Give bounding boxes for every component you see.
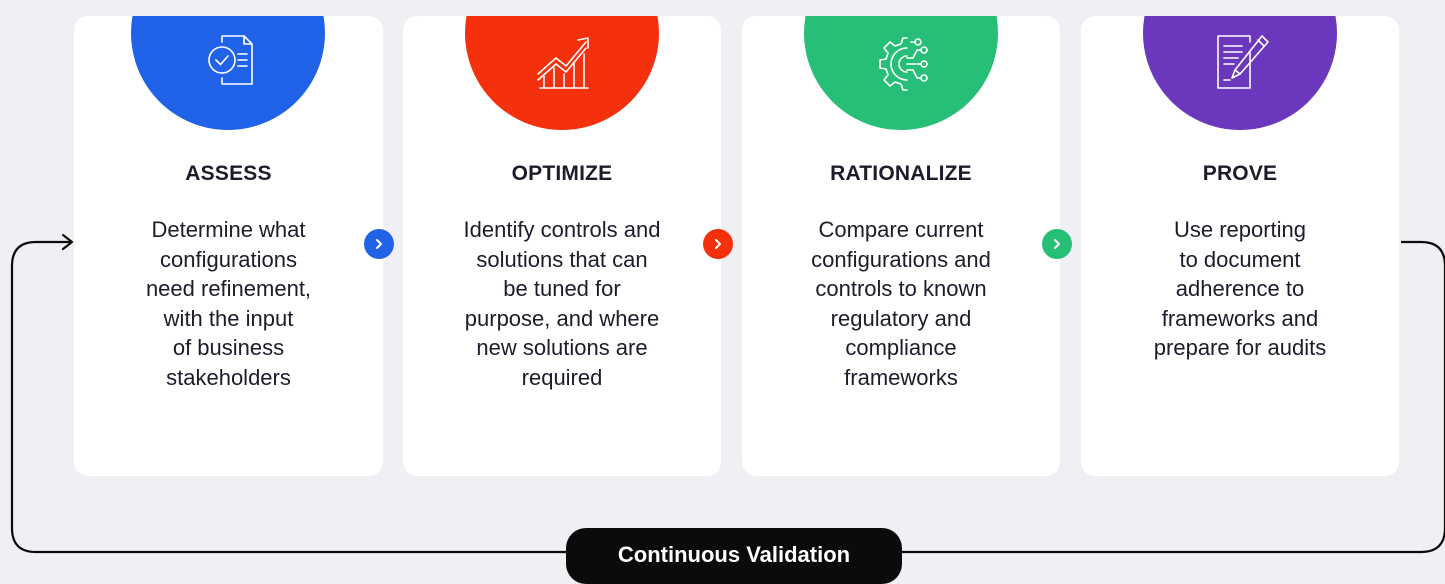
step-title: PROVE	[1202, 162, 1278, 185]
gear-circuit-icon	[879, 37, 928, 91]
loop-line-left	[10, 240, 566, 554]
step-description: Use reporting to document adherence to f…	[1153, 217, 1327, 361]
step-card-prove: PROVE Use reporting to document adherenc…	[1081, 16, 1399, 476]
continuous-validation-label: Continuous Validation	[566, 528, 902, 584]
step-description: Determine what configurations need refin…	[145, 217, 312, 390]
chevron-right-icon	[1042, 229, 1072, 259]
step-card-assess: ASSESS Determine what configurations nee…	[74, 16, 383, 476]
document-check-icon	[208, 35, 253, 85]
growth-chart-icon	[537, 37, 589, 89]
step-title: OPTIMIZE	[511, 162, 613, 185]
chevron-right-icon	[703, 229, 733, 259]
step-card-rationalize: RATIONALIZE Compare current configuratio…	[742, 16, 1060, 476]
step-description: Compare current configurations and contr…	[811, 217, 991, 390]
step-title: ASSESS	[185, 162, 272, 185]
step-card-optimize: OPTIMIZE Identify controls and solutions…	[403, 16, 721, 476]
loop-arrowhead	[61, 233, 74, 251]
step-description: Identify controls and solutions that can…	[463, 217, 661, 390]
loop-line-right	[902, 240, 1445, 554]
document-pen-icon	[1217, 35, 1269, 89]
step-title: RATIONALIZE	[830, 162, 972, 185]
chevron-right-icon	[364, 229, 394, 259]
